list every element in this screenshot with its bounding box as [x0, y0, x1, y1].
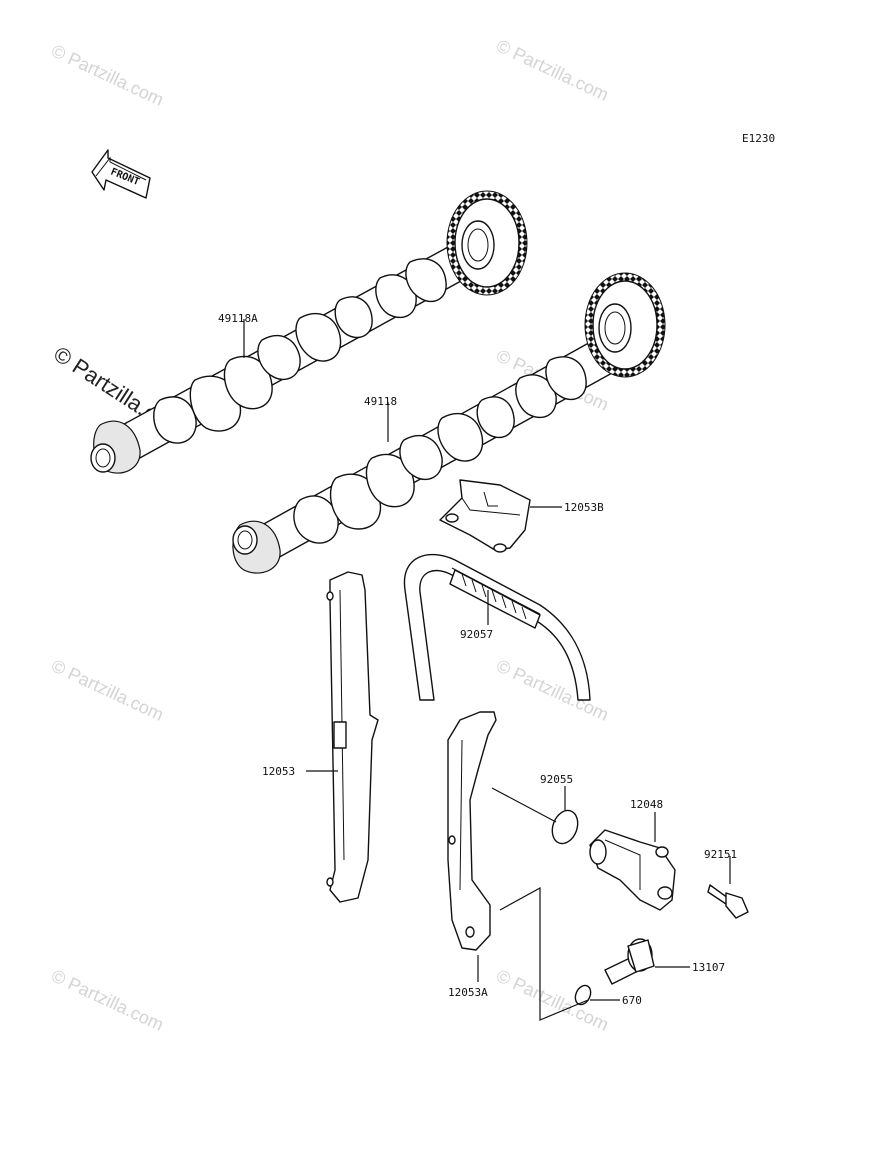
watermark: © Partzilla.com	[48, 655, 166, 724]
timing-chain-92057	[403, 553, 591, 701]
diagram-code: E1230	[742, 132, 775, 145]
camshaft-49118	[232, 272, 666, 574]
watermark: © Partzilla.com	[493, 35, 611, 104]
tensioner-12048	[589, 829, 676, 911]
chain-guide-12053a	[447, 711, 497, 951]
part-label: 12053B	[564, 501, 604, 514]
part-label: 13107	[692, 961, 725, 974]
front-arrow-icon: FRONT	[91, 149, 151, 199]
part-label: 670	[622, 994, 642, 1007]
part-label: 12053	[262, 765, 295, 778]
part-labels: 49118A 49118 12053B 92057 12053 92055 12…	[218, 312, 737, 1007]
chain-guide-12053	[326, 571, 379, 903]
watermark: © Partzilla.com	[493, 655, 611, 724]
part-label: 92055	[540, 773, 573, 786]
part-label: 49118A	[218, 312, 258, 325]
chain-guide-12053b	[439, 479, 531, 553]
watermark: © Partzilla.com	[48, 40, 166, 109]
part-label: 49118	[364, 395, 397, 408]
part-label: 12053A	[448, 986, 488, 999]
camshaft-49118a	[90, 190, 528, 474]
part-label: 92057	[460, 628, 493, 641]
watermark: © Partzilla.com	[48, 965, 166, 1034]
o-ring-92055	[551, 809, 579, 845]
leader-lines	[243, 319, 731, 1021]
part-label: 12048	[630, 798, 663, 811]
part-label: 92151	[704, 848, 737, 861]
bolt-92151	[707, 884, 749, 919]
plug-13107	[604, 938, 655, 985]
